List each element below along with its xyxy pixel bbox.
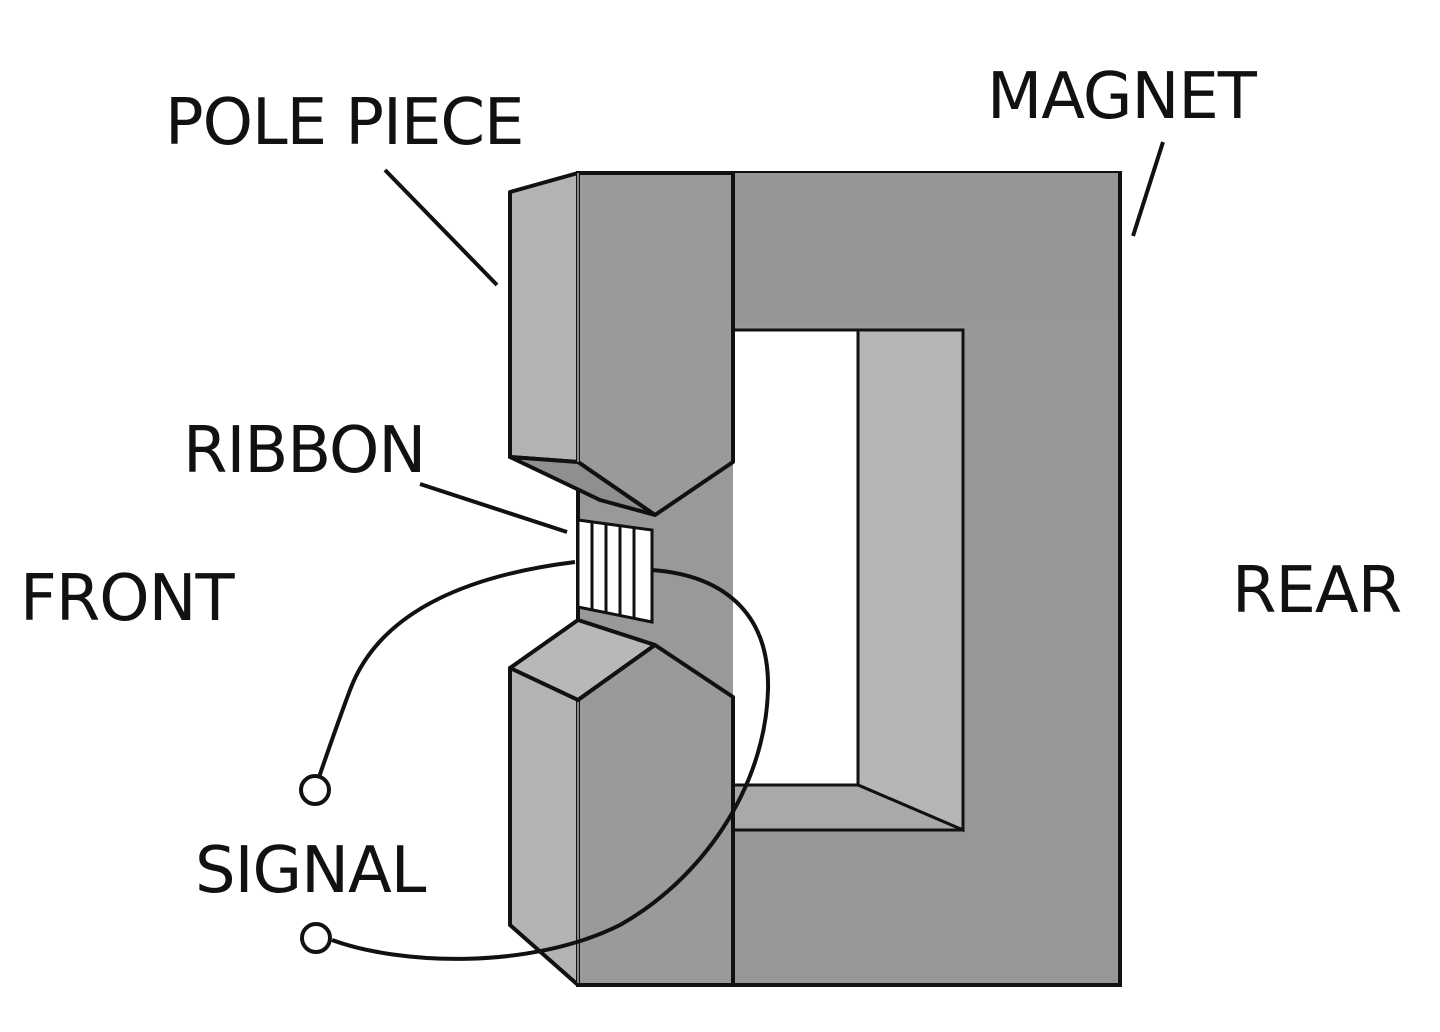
lower-pole-left-face [508, 666, 580, 987]
magnet-right-column [965, 322, 1120, 985]
ribbon-strip [576, 518, 654, 624]
ribbon-label: RIBBON [183, 414, 425, 488]
signal-wire-upper [316, 560, 576, 781]
magnet-inner-bevel [856, 328, 965, 833]
upper-pole-piece [508, 171, 735, 517]
upper-pole-tip [508, 455, 657, 517]
signal-wire-lower [331, 568, 771, 961]
rear-label: REAR [1232, 554, 1401, 628]
signal-label: SIGNAL [195, 834, 427, 908]
front-label: FRONT [20, 562, 236, 636]
magnet-label: MAGNET [987, 60, 1258, 134]
leader-lines [383, 141, 1165, 534]
magnet-window [733, 330, 858, 785]
pole-piece-label: POLE PIECE [165, 86, 523, 160]
signal-terminal-lower [300, 922, 332, 954]
signal-wires [299, 560, 771, 961]
pole-piece-leader [383, 168, 499, 287]
magnet-bottom-arm [733, 830, 1120, 985]
ribbon [576, 518, 654, 624]
magnet-top-arm [733, 173, 1120, 322]
upper-pole-front-face [576, 171, 735, 517]
ribbon-leader [419, 482, 568, 534]
upper-pole-left-face [508, 171, 580, 464]
signal-terminal-upper [299, 774, 331, 806]
magnet-leader [1131, 141, 1165, 237]
lower-pole-piece [508, 618, 735, 987]
